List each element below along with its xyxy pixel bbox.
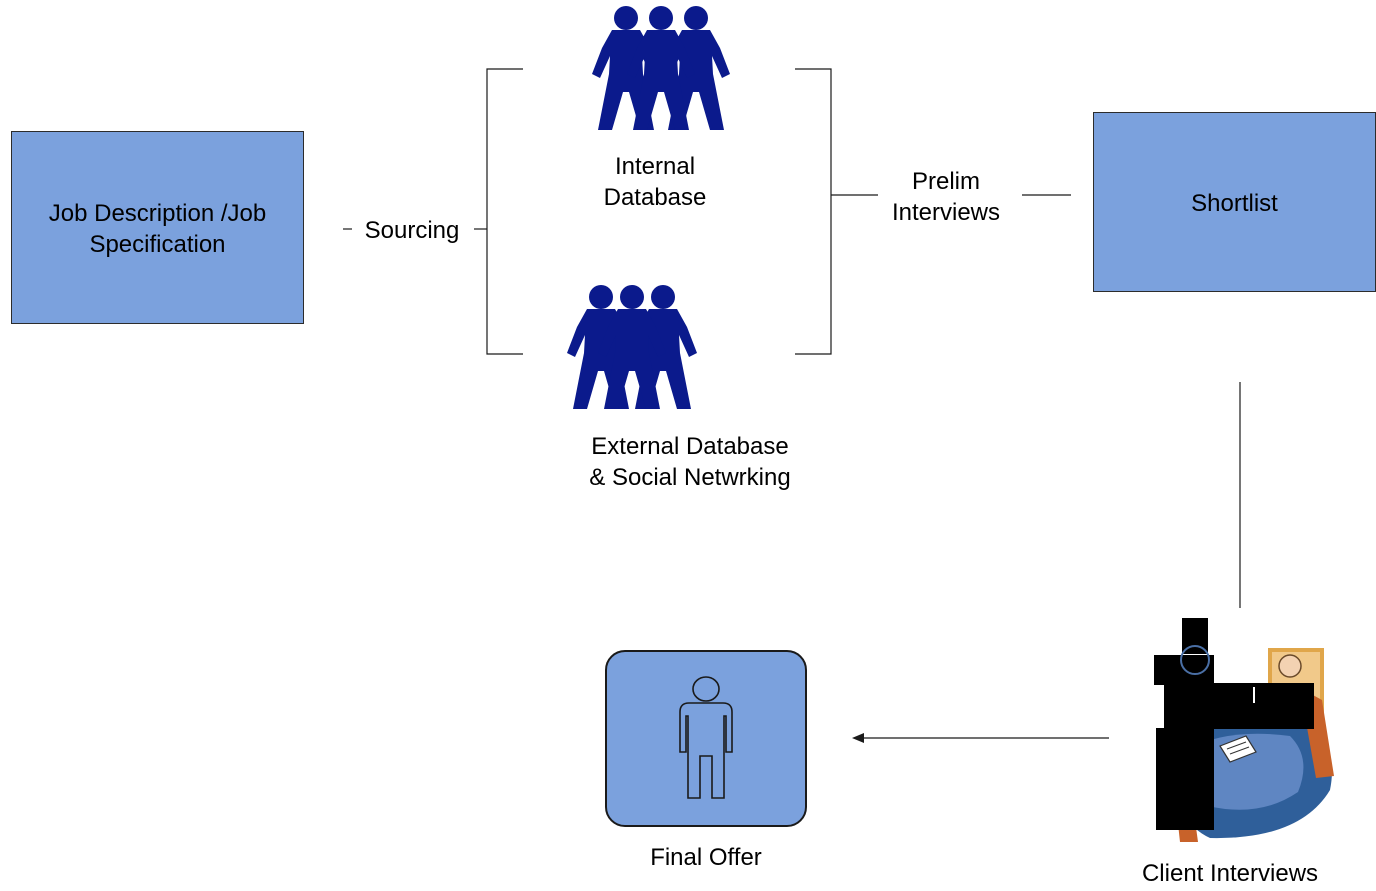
internal-database-line1: Internal: [614, 153, 696, 180]
prelim-interviews-line1: Prelim: [911, 168, 980, 195]
left-bracket: [486, 68, 523, 355]
arrowhead-icon: [852, 733, 864, 743]
shortlist-box: [1093, 112, 1376, 292]
prelim-interviews-line2: Interviews: [891, 199, 1001, 226]
internal-database-line2: Database: [603, 184, 707, 211]
shortlist-label: Shortlist: [1191, 190, 1278, 217]
client-interviews-label: Client Interviews: [1141, 860, 1319, 887]
job-description-box: [11, 131, 304, 324]
people-group-icon: [567, 285, 697, 409]
external-database-line2: & Social Netwrking: [589, 464, 791, 491]
external-database-line1: External Database: [591, 433, 789, 460]
meeting-icon: [1154, 618, 1334, 842]
final-offer-label: Final Offer: [650, 844, 762, 871]
prelim-interviews-label: Prelim Interviews: [868, 166, 1024, 228]
job-description-label: Job Description /Job Specification: [11, 198, 304, 260]
sourcing-label: Sourcing: [364, 217, 460, 244]
job-description-line2: Specification: [89, 231, 226, 258]
right-bracket: [795, 68, 832, 355]
external-database-label: External Database & Social Netwrking: [560, 431, 820, 493]
person-icon: [679, 676, 733, 799]
final-offer-box: [605, 650, 807, 827]
internal-database-label: Internal Database: [560, 151, 750, 213]
people-group-icon: [592, 6, 730, 130]
job-description-line1: Job Description /Job: [48, 200, 267, 227]
